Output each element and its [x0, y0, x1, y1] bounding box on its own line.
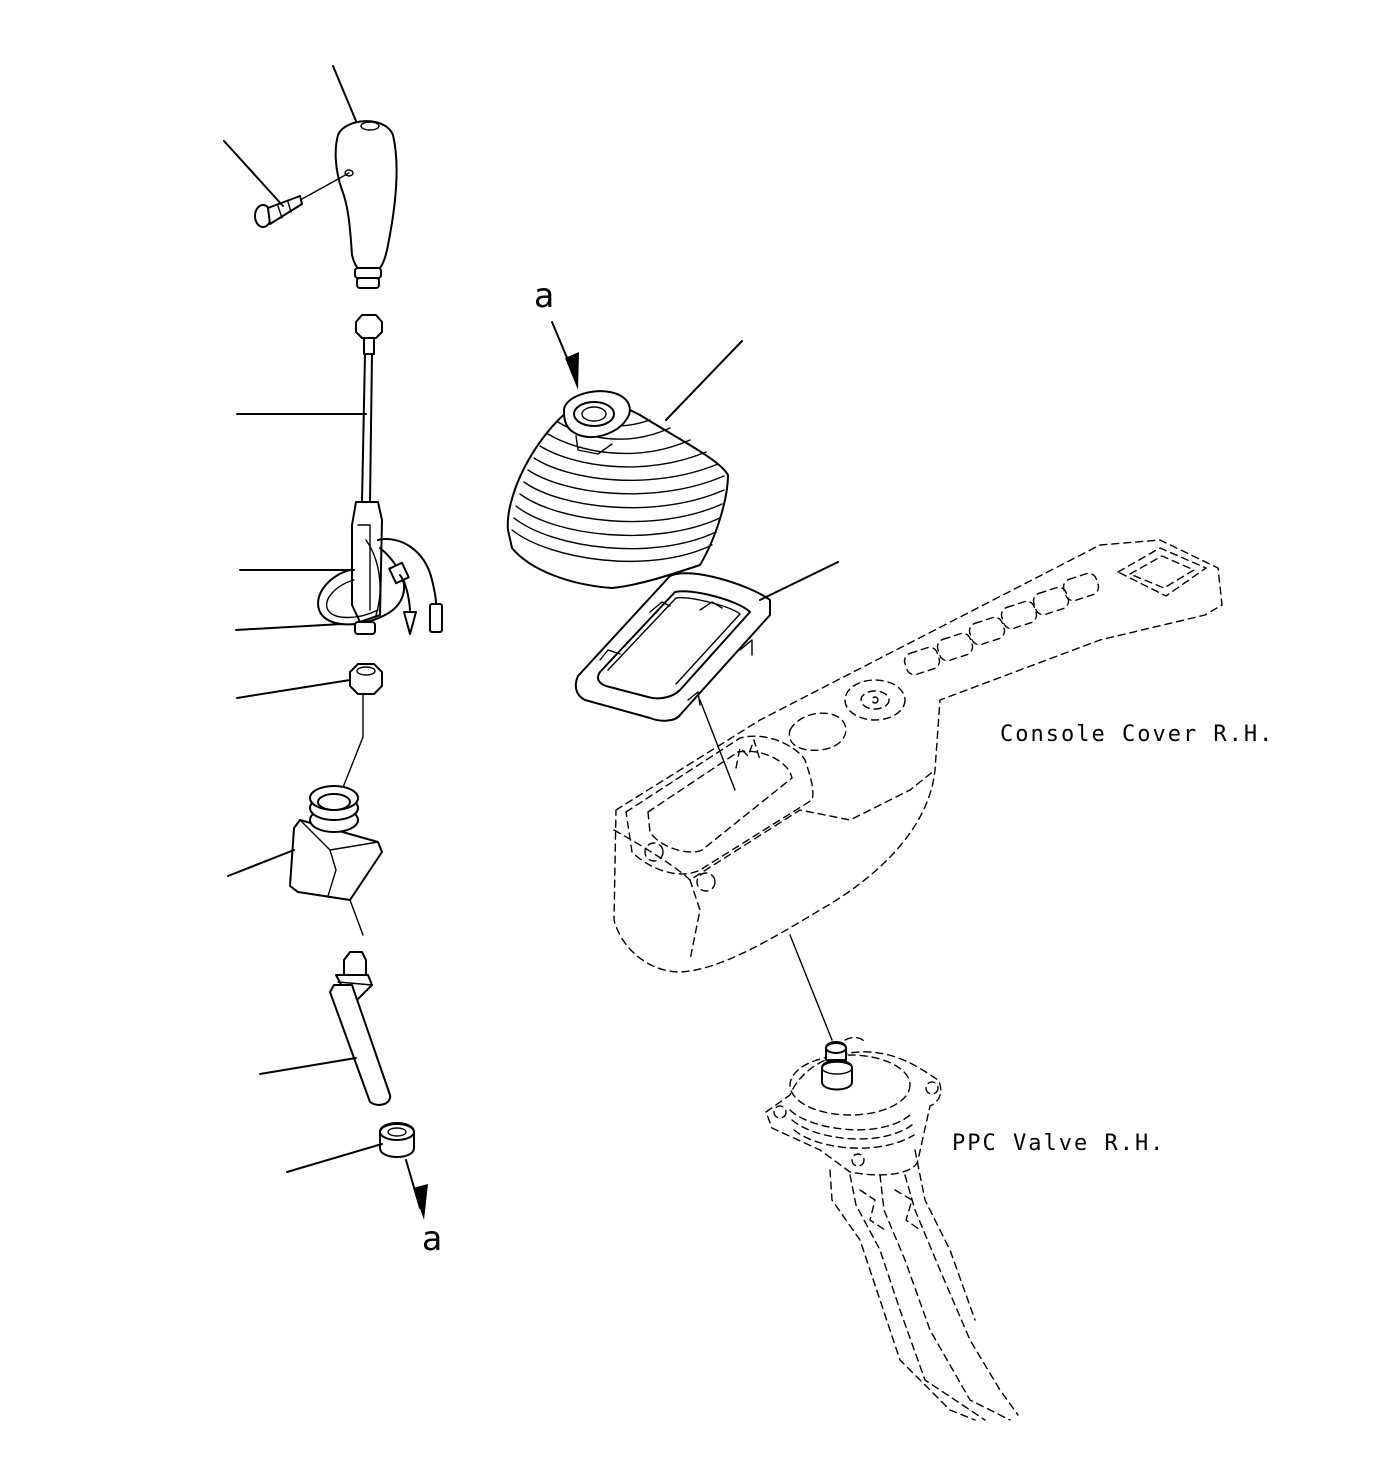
lever-knob: [334, 120, 398, 289]
lever-rod: [329, 951, 392, 1106]
screw-axis-line: [301, 172, 350, 200]
nut-lower: [379, 1122, 415, 1158]
leader-rod: [259, 1057, 357, 1075]
leader-nut-lower: [286, 1143, 383, 1173]
nut-upper: [349, 663, 383, 695]
axis-console-to-valve: [789, 934, 833, 1041]
switch-harness: [317, 314, 443, 635]
arrow-reference-a-upper: [551, 321, 579, 390]
reference-mark-a-lower: a: [422, 1219, 442, 1259]
axis-holder-to-rod: [349, 899, 364, 936]
leader-knob: [332, 65, 357, 122]
ppc-valve: [765, 1036, 1019, 1421]
arrow-reference-a-lower: [405, 1159, 428, 1220]
console-cover: [613, 539, 1223, 973]
leader-nut-upper: [236, 679, 351, 699]
boot-frame: [574, 572, 771, 722]
label-console-cover: Console Cover R.H.: [1000, 722, 1274, 747]
leader-bellows: [665, 340, 743, 421]
leader-holder: [227, 849, 295, 877]
reference-mark-a-upper: a: [534, 276, 554, 316]
screw: [254, 195, 303, 228]
axis-frame-to-console: [699, 699, 736, 791]
bellows-boot: [506, 390, 729, 589]
lever-holder: [289, 785, 383, 901]
leader-frame: [759, 561, 839, 601]
axis-nut-to-boot-2: [339, 736, 364, 796]
leader-screw: [223, 140, 284, 207]
leader-switch-ring: [235, 623, 343, 631]
label-ppc-valve: PPC Valve R.H.: [952, 1131, 1165, 1156]
